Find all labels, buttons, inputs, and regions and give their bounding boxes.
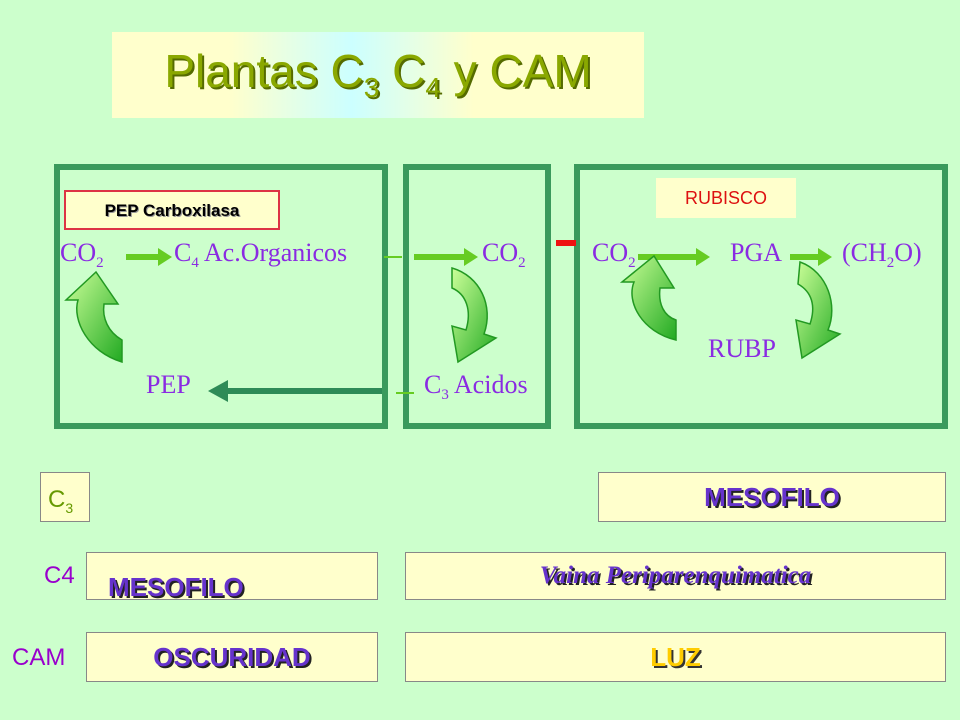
label-co2-mid: CO2 <box>482 238 526 272</box>
c3-right-text: MESOFILO <box>704 482 840 512</box>
c4-left-text: MESOFILO <box>108 572 244 602</box>
cam-left-box <box>86 632 378 682</box>
arrow-co2-to-c4 <box>126 248 172 266</box>
c3-label-box <box>40 472 90 522</box>
label-pep: PEP <box>146 370 191 399</box>
pep-carboxylase-tag: PEP Carboxilasa <box>64 190 280 230</box>
title-background <box>112 32 644 118</box>
label-co2-right: CO2 <box>592 238 636 272</box>
cam-left-text: OSCURIDAD <box>153 642 311 672</box>
rubisco-tag: RUBISCO <box>656 178 796 218</box>
compartment-mesophyll <box>54 164 388 429</box>
c4-right-text: Vaina Periparenquimatica <box>539 562 812 589</box>
compartment-calvin <box>574 164 948 429</box>
connector-line-2 <box>396 392 414 394</box>
row-label-c3: C3 <box>48 486 74 516</box>
arrow-pga-to-ch2o <box>790 248 832 266</box>
cam-right-box <box>405 632 946 682</box>
label-co2-left: CO2 <box>60 238 104 272</box>
compartment-transport <box>403 164 551 429</box>
red-connector <box>556 240 576 246</box>
arrow-c4-to-co2 <box>414 248 478 266</box>
connector-line <box>384 256 402 258</box>
slide-title: Plantas C3 C4 y CAM <box>164 45 592 104</box>
c4-right-box <box>405 552 946 600</box>
curved-arrow-co2-to-c3 <box>451 267 498 364</box>
curved-arrow-pga-to-rubp <box>795 260 842 360</box>
cam-right-text: LUZ <box>650 642 701 672</box>
curved-arrow-rubp-to-co2 <box>619 254 677 341</box>
label-rubp: RUBP <box>708 334 776 363</box>
row-label-cam: CAM <box>12 644 66 671</box>
curved-arrow-pep-to-co2 <box>64 270 123 364</box>
c4-left-box <box>86 552 378 600</box>
row-label-c4: C4 <box>44 562 75 589</box>
c3-right-box <box>598 472 946 522</box>
arrow-co2-to-pga <box>638 248 710 266</box>
label-c3-acids: C3 Acidos <box>424 370 528 404</box>
label-c4-acids: C4 Ac.Organicos <box>174 238 348 272</box>
label-ch2o: (CH2O) <box>842 238 922 272</box>
arrow-c3-to-pep <box>208 380 382 402</box>
label-pga: PGA <box>730 238 783 267</box>
